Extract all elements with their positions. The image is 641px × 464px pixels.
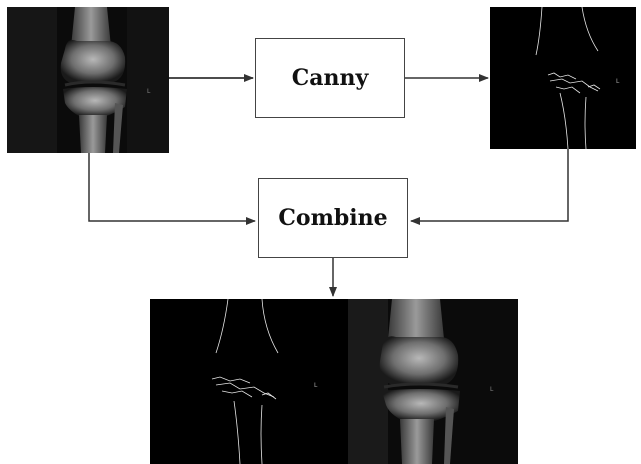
combined-output-image: L L [150, 299, 518, 464]
input-xray-image: L [7, 7, 169, 153]
combined-xray-half: L [348, 299, 518, 464]
combine-label: Combine [278, 205, 387, 231]
arrow-edges-to-combine [411, 149, 568, 221]
canny-edge-image: L [490, 7, 636, 149]
combine-process-box: Combine [258, 178, 408, 258]
canny-label: Canny [292, 65, 369, 91]
arrow-input-to-combine [89, 153, 255, 221]
canny-process-box: Canny [255, 38, 405, 118]
combined-edge-half: L [150, 299, 348, 464]
